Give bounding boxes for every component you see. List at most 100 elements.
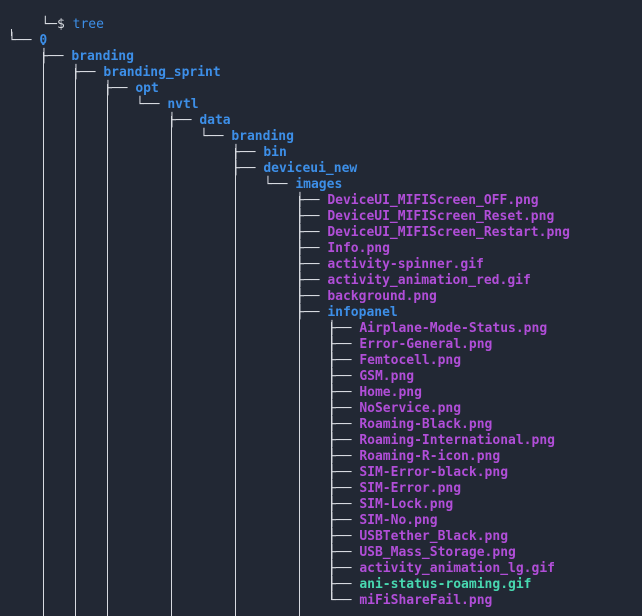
tree-file[interactable]: ├── Femtocell.png xyxy=(328,353,461,369)
tree-file[interactable]: ├── background.png xyxy=(296,289,437,305)
file-label: Roaming-R-icon.png xyxy=(359,449,501,464)
tree-node-opt[interactable]: ├── opt xyxy=(104,81,159,97)
tree-guide-line xyxy=(75,68,76,616)
branch-connector: ├── xyxy=(328,545,360,560)
branch-connector: └── xyxy=(328,593,360,608)
tree-file[interactable]: ├── Home.png xyxy=(328,385,422,401)
branch-connector: ├── xyxy=(296,241,328,256)
node-label: images xyxy=(295,177,343,192)
branch-connector: ├── xyxy=(104,81,136,96)
tree-node-branding[interactable]: ├── branding xyxy=(40,49,134,65)
file-label: Airplane-Mode-Status.png xyxy=(359,321,548,336)
node-label: branding xyxy=(231,129,294,144)
tree-file[interactable]: ├── activity-spinner.gif xyxy=(296,257,484,273)
branch-connector: ├── xyxy=(296,193,328,208)
tree-node-branding-inner[interactable]: └── branding xyxy=(200,129,294,145)
branch-connector: ├── xyxy=(296,289,328,304)
tree-node-nvtl[interactable]: └── nvtl xyxy=(136,97,199,113)
file-label: DeviceUI_MIFIScreen_Restart.png xyxy=(327,225,570,240)
branch-connector: └── xyxy=(136,97,168,112)
tree-file[interactable]: ├── Roaming-Black.png xyxy=(328,417,492,433)
branch-connector: └── xyxy=(8,33,40,48)
file-label: Femtocell.png xyxy=(359,353,462,368)
branch-connector: ├── xyxy=(328,433,360,448)
tree-node-images[interactable]: └── images xyxy=(264,177,342,193)
node-label: 0 xyxy=(39,33,48,48)
branch-connector: ├── xyxy=(328,577,360,592)
file-label: SIM-Error-black.png xyxy=(359,465,509,480)
file-label: activity-spinner.gif xyxy=(327,257,484,272)
tree-guide-line xyxy=(299,196,300,616)
node-label: branding_sprint xyxy=(103,65,221,80)
tree-file[interactable]: └── miFiShareFail.png xyxy=(328,593,492,609)
tree-node-infopanel[interactable]: ├── infopanel xyxy=(296,305,398,321)
branch-connector: ├── xyxy=(328,529,360,544)
tree-guide-line xyxy=(43,52,44,616)
tree-node-branding-sprint[interactable]: ├── branding_sprint xyxy=(72,65,221,81)
tree-file[interactable]: ├── DeviceUI_MIFIScreen_OFF.png xyxy=(296,193,539,209)
branch-connector: ├── xyxy=(40,49,72,64)
tree-guide-line xyxy=(107,84,108,616)
branch-connector: ├── xyxy=(296,305,328,320)
branch-connector: ├── xyxy=(296,257,328,272)
file-label: Error-General.png xyxy=(359,337,493,352)
branch-connector: └── xyxy=(200,129,232,144)
branch-connector: ├── xyxy=(328,417,360,432)
file-label: Roaming-Black.png xyxy=(359,417,493,432)
file-label: ani-status-roaming.gif xyxy=(359,577,532,592)
prompt-line: └─$ tree xyxy=(10,1,104,32)
tree-file[interactable]: ├── SIM-Error-black.png xyxy=(328,465,508,481)
tree-node-bin[interactable]: ├── bin xyxy=(232,145,287,161)
tree-file-highlighted[interactable]: ├── ani-status-roaming.gif xyxy=(328,577,532,593)
branch-connector: ├── xyxy=(168,113,200,128)
prompt-connector: └─ xyxy=(41,17,57,32)
tree-file[interactable]: ├── USB_Mass_Storage.png xyxy=(328,545,516,561)
file-label: Home.png xyxy=(359,385,422,400)
file-label: USB_Mass_Storage.png xyxy=(359,545,516,560)
tree-node-deviceui-new[interactable]: ├── deviceui_new xyxy=(232,161,357,177)
file-label: NoService.png xyxy=(359,401,462,416)
branch-connector: ├── xyxy=(296,273,328,288)
tree-file[interactable]: ├── activity_animation_lg.gif xyxy=(328,561,555,577)
branch-connector: ├── xyxy=(328,353,360,368)
file-label: SIM-No.png xyxy=(359,513,438,528)
tree-file[interactable]: ├── SIM-No.png xyxy=(328,513,438,529)
node-label: infopanel xyxy=(327,305,398,320)
file-label: miFiShareFail.png xyxy=(359,593,493,608)
file-label: DeviceUI_MIFIScreen_Reset.png xyxy=(327,209,555,224)
tree-file[interactable]: ├── Roaming-R-icon.png xyxy=(328,449,500,465)
node-label: nvtl xyxy=(167,97,199,112)
file-label: GSM.png xyxy=(359,369,415,384)
tree-file[interactable]: ├── DeviceUI_MIFIScreen_Restart.png xyxy=(296,225,570,241)
tree-file[interactable]: ├── NoService.png xyxy=(328,401,461,417)
branch-connector: ├── xyxy=(328,513,360,528)
node-label: deviceui_new xyxy=(263,161,358,176)
node-label: opt xyxy=(135,81,159,96)
tree-file[interactable]: ├── GSM.png xyxy=(328,369,414,385)
branch-connector: ├── xyxy=(328,481,360,496)
file-label: background.png xyxy=(327,289,437,304)
tree-file[interactable]: ├── Airplane-Mode-Status.png xyxy=(328,321,547,337)
branch-connector: ├── xyxy=(296,209,328,224)
tree-file[interactable]: ├── SIM-Lock.png xyxy=(328,497,453,513)
tree-node-data[interactable]: ├── data xyxy=(168,113,231,129)
tree-file[interactable]: ├── SIM-Error.png xyxy=(328,481,461,497)
branch-connector: ├── xyxy=(328,369,360,384)
tree-file[interactable]: ├── DeviceUI_MIFIScreen_Reset.png xyxy=(296,209,554,225)
branch-connector: ├── xyxy=(328,337,360,352)
branch-connector: ├── xyxy=(296,225,328,240)
tree-file[interactable]: ├── activity_animation_red.gif xyxy=(296,273,531,289)
branch-connector: ├── xyxy=(232,161,264,176)
tree-node-0[interactable]: └── 0 xyxy=(8,33,47,49)
node-label: branding xyxy=(71,49,134,64)
file-label: USBTether_Black.png xyxy=(359,529,509,544)
node-label: data xyxy=(199,113,231,128)
tree-file[interactable]: ├── Error-General.png xyxy=(328,337,492,353)
branch-connector: ├── xyxy=(328,465,360,480)
branch-connector: ├── xyxy=(328,385,360,400)
tree-file[interactable]: ├── USBTether_Black.png xyxy=(328,529,508,545)
tree-file[interactable]: ├── Info.png xyxy=(296,241,390,257)
tree-file[interactable]: ├── Roaming-International.png xyxy=(328,433,555,449)
tree-root: . xyxy=(8,18,47,49)
